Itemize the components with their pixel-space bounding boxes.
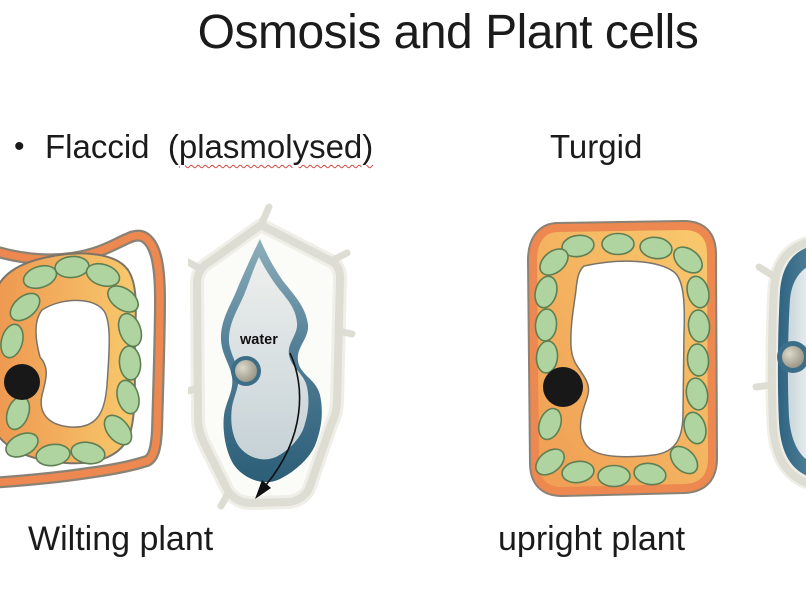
caption-upright-plant: upright plant [498,520,686,558]
turgid-heading: Turgid [550,128,643,165]
turgid-cell-water-diagram-partial [752,233,806,495]
cell-wall [0,229,166,489]
bullet-marker: • [14,130,25,163]
turgid-plant-cell-diagram [526,218,718,503]
vacuole [570,260,686,458]
chloroplasts [534,232,711,488]
plasmolysed-cell-water-diagram: water [188,203,356,515]
nucleus [4,364,40,400]
cell-wall [752,236,806,490]
cytoplasm-interior [228,257,309,460]
bullet-item: • Flaccid (plasmolysed) [14,124,373,170]
nucleus [782,346,804,368]
nucleus [543,367,583,407]
caption-wilting-plant: Wilting plant [28,520,214,558]
bullet-text-prefix: Flaccid ( [45,128,179,165]
chloroplasts [0,255,143,467]
water-outflow-arrow [255,352,301,499]
flaccid-plant-cell-diagram [0,213,168,509]
nucleus [235,360,257,382]
vacuole [35,299,110,428]
water-label: water [239,332,278,348]
slide-title: Osmosis and Plant cells [197,6,699,59]
bullet-text-misspelled: plasmolysed) [178,128,374,165]
